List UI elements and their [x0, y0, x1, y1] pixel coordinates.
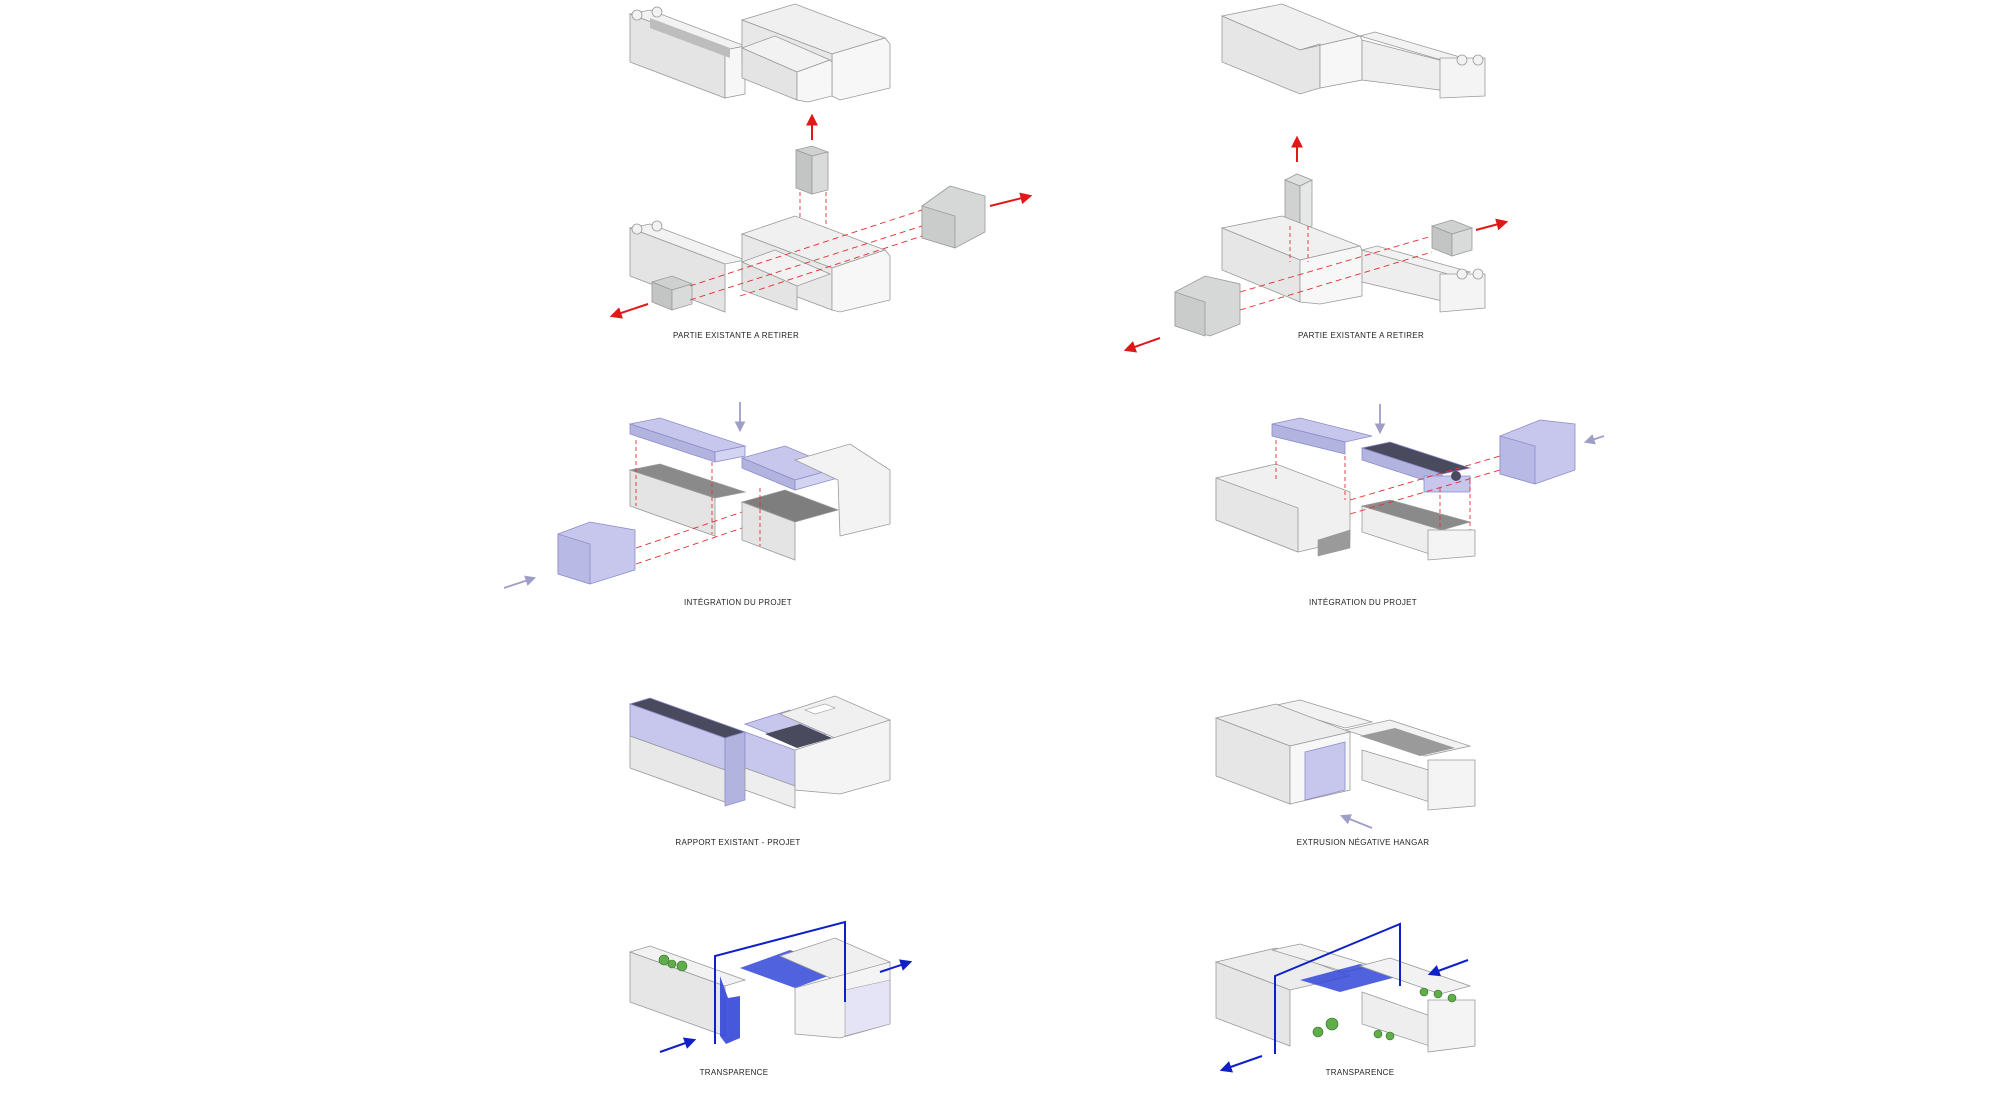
integration-diagram-right	[1215, 404, 1605, 561]
blue-arrow-icon	[1219, 1055, 1263, 1073]
red-arrow-icon	[1475, 218, 1509, 231]
caption-existing-project-relation: RAPPORT EXISTANT - PROJET	[675, 838, 801, 847]
removal-diagram-right	[1123, 135, 1509, 353]
caption-transparency-right: TRANSPARENCE	[1325, 1068, 1395, 1077]
existing-complex-right-top	[1220, 3, 1486, 99]
blue-arrow-icon	[879, 959, 913, 973]
caption-removal-left: PARTIE EXISTANTE A RETIRER	[672, 331, 800, 340]
blue-arrow-icon	[1427, 959, 1469, 977]
existing-project-relation-diagram	[628, 695, 892, 809]
transparency-diagram-left	[628, 920, 913, 1053]
tree-icon	[658, 954, 688, 972]
violet-arrow-icon	[1339, 814, 1373, 829]
caption-removal-right: PARTIE EXISTANTE A RETIRER	[1297, 331, 1425, 340]
transparency-diagram-right	[1214, 922, 1476, 1073]
red-arrow-icon	[989, 192, 1033, 207]
red-arrow-icon	[609, 303, 649, 319]
tree-icon	[1312, 987, 1457, 1041]
blue-arrow-icon	[659, 1037, 697, 1053]
existing-complex-left-top	[628, 3, 891, 103]
caption-negative-extrusion: EXTRUSION NÉGATIVE HANGAR	[1296, 838, 1430, 847]
removal-diagram-left	[609, 113, 1033, 319]
red-arrow-icon	[1123, 337, 1161, 353]
caption-integration-left: INTÉGRATION DU PROJET	[684, 598, 792, 607]
violet-arrow-icon	[503, 575, 537, 589]
caption-integration-right: INTÉGRATION DU PROJET	[1309, 598, 1417, 607]
caption-transparency-left: TRANSPARENCE	[699, 1068, 769, 1077]
negative-extrusion-hangar-diagram	[1214, 699, 1476, 829]
violet-arrow-icon	[1583, 434, 1605, 445]
integration-diagram-left	[503, 402, 891, 589]
